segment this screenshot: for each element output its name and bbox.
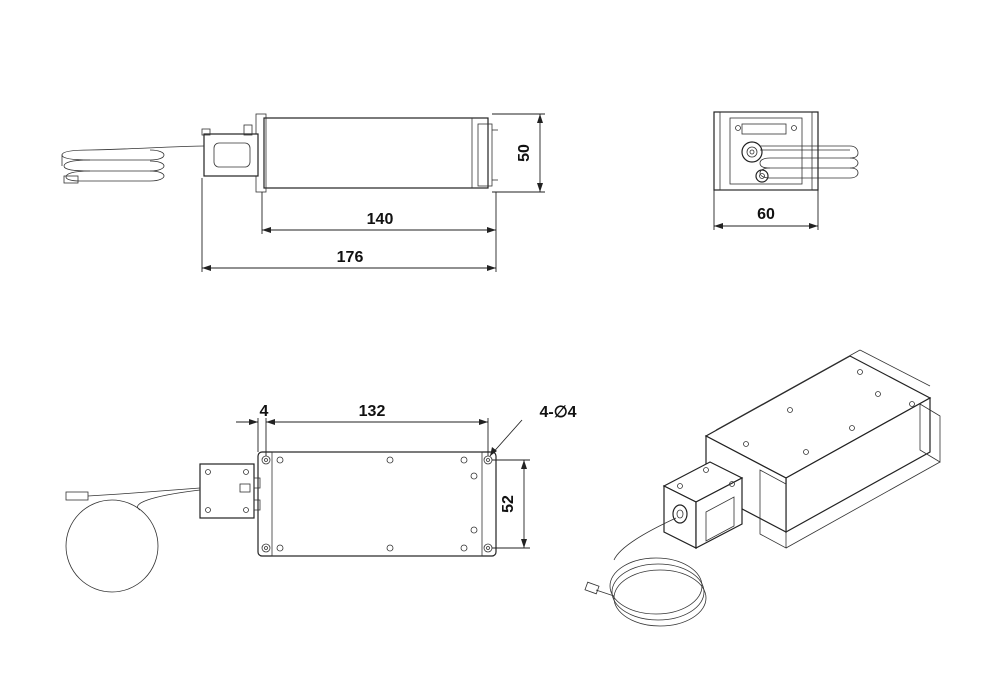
hole-callout-leader: [489, 419, 523, 457]
top-connector-box: [199, 463, 255, 519]
front-body-length-label: 140: [367, 211, 394, 228]
iso-fiber-coil: [584, 517, 707, 627]
front-fiber-coil: [61, 145, 205, 184]
top-height-dimension: [492, 459, 530, 549]
side-connector: [741, 141, 763, 163]
iso-screws: [743, 369, 915, 455]
top-height-label: 52: [500, 495, 517, 513]
front-body: [263, 117, 489, 189]
top-hole-spacing-label: 132: [359, 403, 386, 420]
hole-callout-label: 4-∅4: [539, 404, 576, 421]
isometric-view: [584, 349, 941, 627]
front-view: 50 140 176: [61, 113, 545, 272]
top-view: 4 132 4-∅4 52: [65, 403, 577, 593]
top-body: [257, 451, 497, 557]
front-total-length-dimension: [201, 178, 497, 272]
side-view: 60: [713, 111, 859, 230]
front-right-flange: [477, 123, 493, 187]
front-total-length-label: 176: [337, 249, 364, 266]
cover-screws: [276, 456, 478, 552]
front-height-label: 50: [516, 144, 533, 162]
front-body-length-dimension: [261, 192, 497, 234]
top-fiber-loop: [65, 487, 201, 593]
front-height-dimension: [492, 113, 545, 193]
side-fiber-coil: [759, 145, 859, 179]
top-flange-label: 4: [260, 403, 269, 420]
front-connector-box: [203, 133, 259, 177]
iso-port: [672, 504, 688, 524]
side-width-label: 60: [757, 206, 775, 223]
side-width-dimension: [713, 190, 819, 230]
top-hole-dimensions: [236, 418, 489, 456]
